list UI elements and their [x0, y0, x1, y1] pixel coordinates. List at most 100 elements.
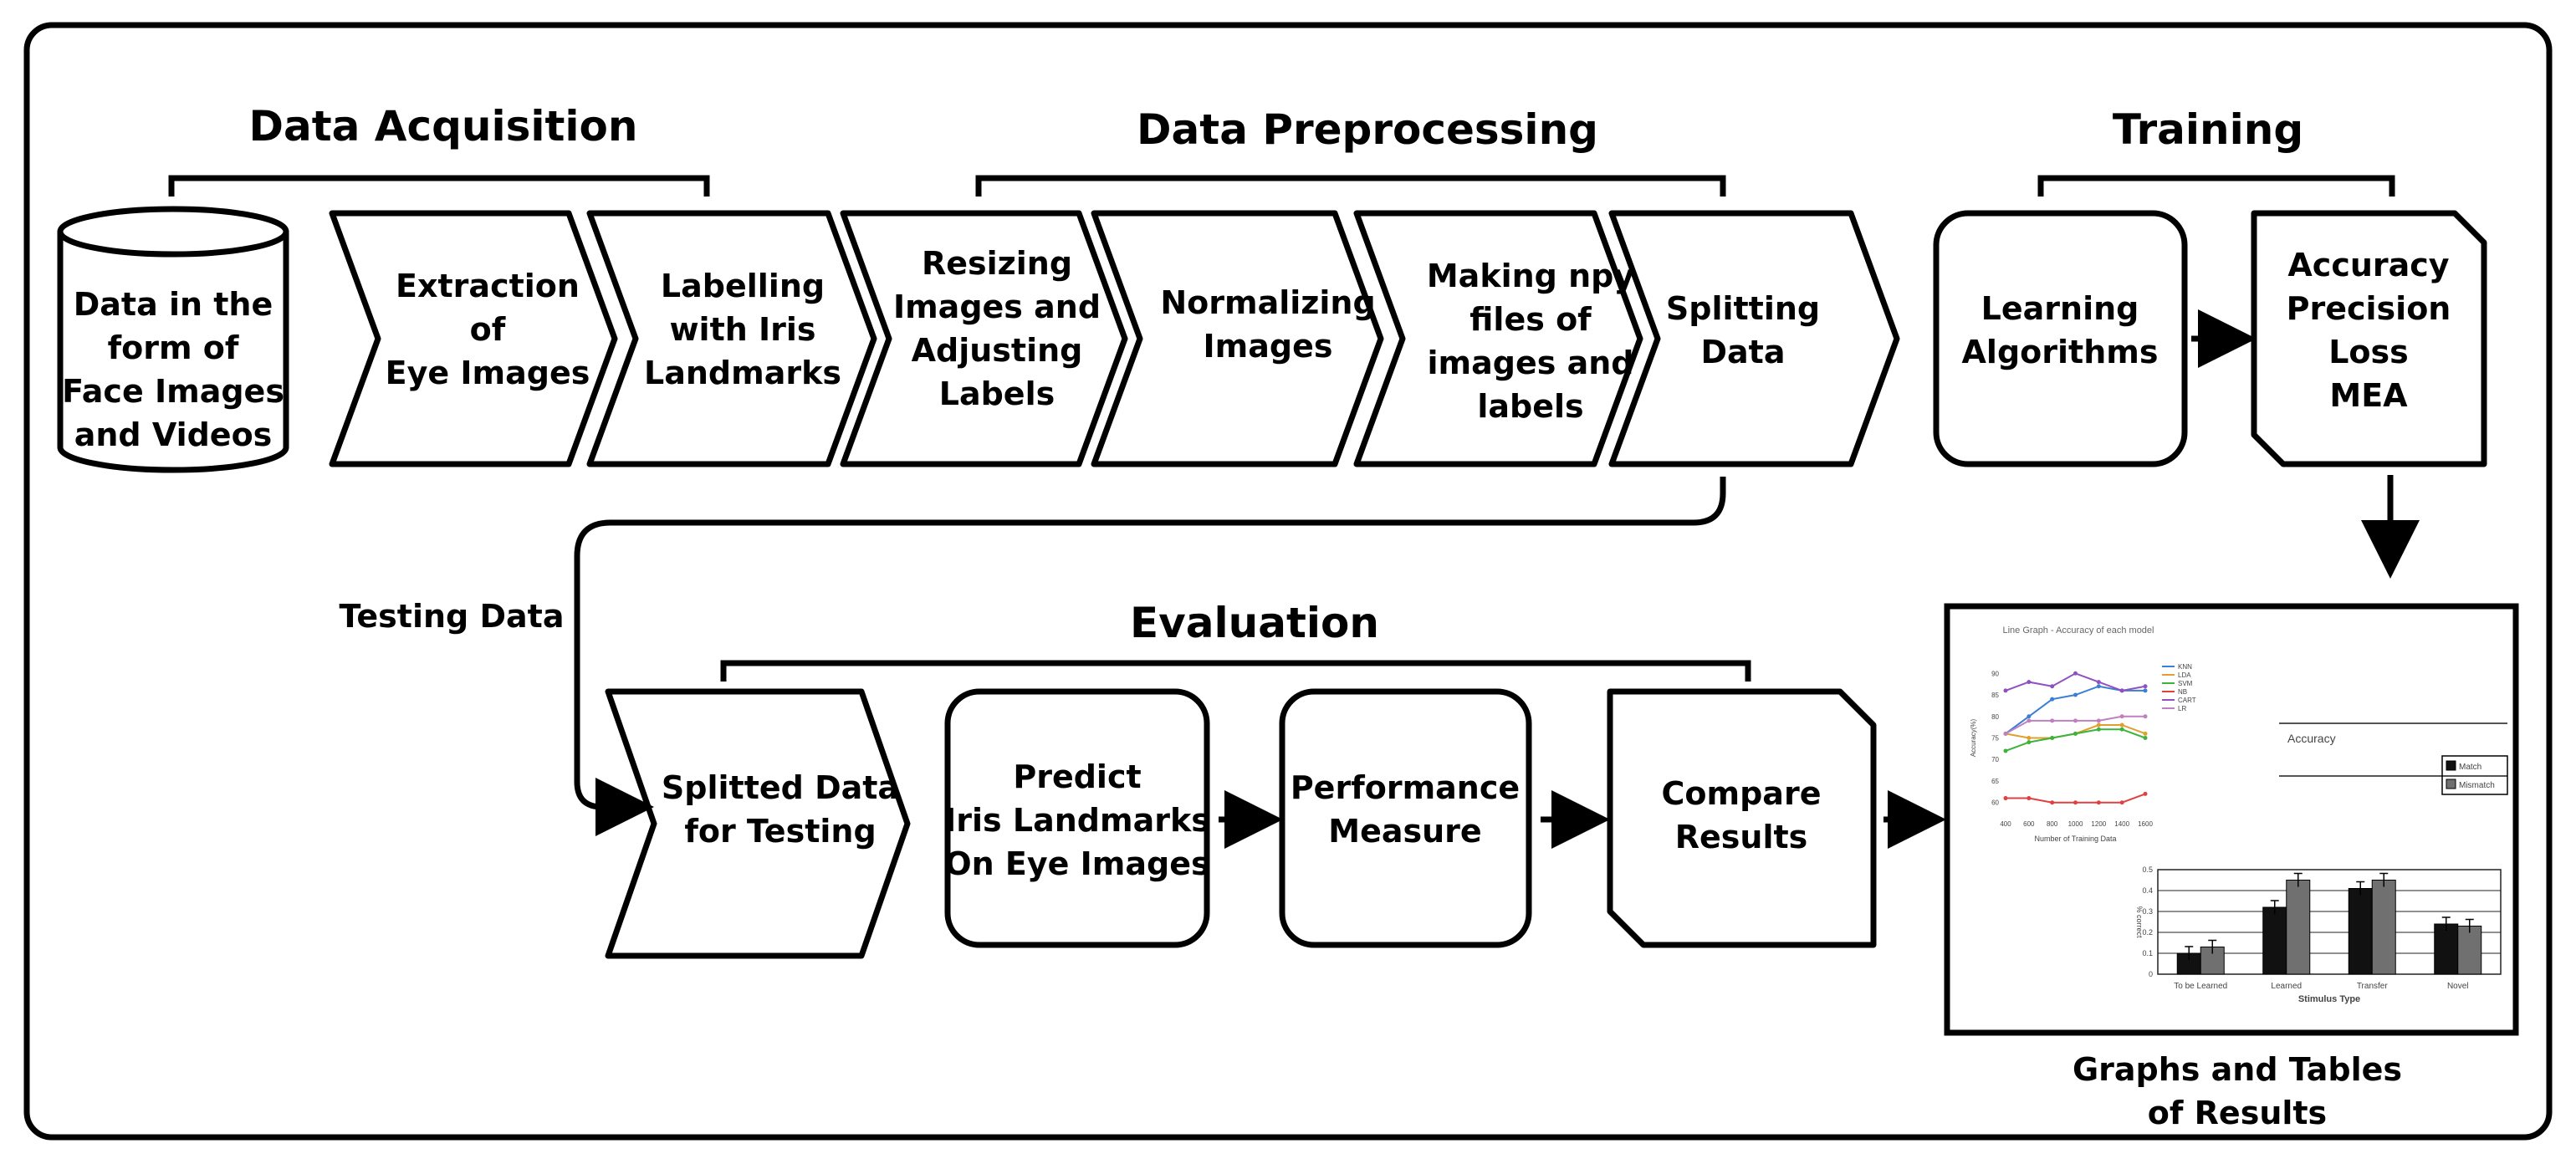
outer-frame: [23, 22, 2553, 1141]
line-point: [2143, 714, 2148, 719]
line-y-tick: 80: [1991, 713, 1999, 721]
bar-legend-swatch: [2446, 779, 2456, 789]
npy-step: [1353, 210, 1643, 467]
bar-category-label: To be Learned: [2174, 982, 2227, 991]
line-point: [2027, 740, 2032, 745]
line-point: [2096, 684, 2101, 689]
bar-category-label: Learned: [2271, 982, 2302, 991]
legend-label: KNN: [2178, 663, 2192, 671]
section-title-acquisition: Data Acquisition: [248, 102, 637, 151]
section-title-evaluation: Evaluation: [1130, 599, 1379, 647]
bar-y-tick: 0: [2149, 970, 2153, 978]
bar-mismatch: [2371, 880, 2396, 975]
data-source-cylinder: [57, 206, 289, 473]
line-point: [2003, 748, 2008, 753]
line-point: [2143, 791, 2148, 796]
line-chart: Line Graph - Accuracy of each model60657…: [1970, 625, 2507, 843]
extraction-step: [329, 210, 618, 467]
line-y-tick: 85: [1991, 692, 1999, 699]
line-point: [2073, 718, 2078, 723]
bar-legend-label: Match: [2459, 763, 2481, 772]
legend-label: LDA: [2178, 671, 2191, 679]
predict-box: [944, 688, 1210, 948]
metrics-card: [2251, 210, 2487, 467]
testing-data-label: Testing Data: [340, 598, 565, 635]
section-title-preprocessing: Data Preprocessing: [1137, 105, 1598, 154]
line-point: [2003, 688, 2008, 693]
bar-match: [2262, 906, 2287, 975]
splitting-step: [1608, 210, 1900, 467]
line-point: [2027, 736, 2032, 740]
line-point: [2003, 796, 2008, 801]
bar-match: [2348, 888, 2373, 975]
line-y-label: Accuracy(%): [1970, 718, 1977, 757]
line-chart-title: Line Graph - Accuracy of each model: [2003, 625, 2154, 636]
line-point: [2119, 722, 2124, 728]
line-x-label: Number of Training Data: [2034, 835, 2116, 843]
line-point: [2073, 692, 2078, 697]
line-x-tick: 1600: [2138, 820, 2153, 828]
line-point: [2096, 718, 2101, 723]
compare-card: [1607, 688, 1877, 948]
bar-plot-frame: [2157, 869, 2502, 975]
bar-y-tick: 0.1: [2142, 949, 2153, 957]
line-y-tick: 60: [1991, 799, 1999, 807]
line-point: [2119, 714, 2124, 719]
line-x-tick: 1000: [2068, 820, 2083, 828]
line-x-tick: 1200: [2091, 820, 2106, 828]
bar-category-label: Novel: [2447, 982, 2469, 991]
normalizing-step: [1091, 210, 1384, 467]
bar-legend-label: Mismatch: [2459, 781, 2495, 790]
line-point: [2027, 718, 2032, 723]
line-point: [2096, 680, 2101, 685]
line-point: [2073, 671, 2078, 676]
bar-category-label: Transfer: [2357, 982, 2389, 991]
line-point: [2027, 714, 2032, 719]
line-point: [2119, 800, 2124, 805]
line-y-tick: 90: [1991, 670, 1999, 677]
line-point: [2050, 718, 2055, 723]
line-point: [2073, 731, 2078, 736]
line-point: [2143, 731, 2148, 736]
legend-label: NB: [2178, 688, 2187, 696]
line-x-tick: 600: [2023, 820, 2035, 828]
legend-label: CART: [2178, 697, 2196, 704]
bar-legend-swatch: [2446, 760, 2456, 771]
bar-match: [2434, 923, 2459, 975]
bar-y-tick: 0.5: [2142, 865, 2153, 874]
line-point: [2050, 697, 2055, 702]
line-point: [2096, 800, 2101, 805]
line-point: [2096, 727, 2101, 732]
bar-legend-box: [2441, 755, 2508, 795]
line-point: [2003, 731, 2008, 736]
line-x-tick: 800: [2047, 820, 2058, 828]
line-point: [2143, 688, 2148, 693]
section-title-training: Training: [2113, 105, 2303, 154]
labelling-step: [586, 210, 877, 467]
legend-label: LR: [2178, 705, 2186, 712]
bar-y-tick: 0.3: [2142, 907, 2153, 916]
line-point: [2073, 800, 2078, 805]
line-point: [2027, 796, 2032, 801]
line-point: [2096, 722, 2101, 728]
learning-box: [1933, 210, 2188, 467]
line-y-tick: 75: [1991, 735, 1999, 743]
line-x-tick: 400: [2000, 820, 2011, 828]
bar-y-label: % correct: [2135, 906, 2144, 938]
bar-y-tick: 0.2: [2142, 928, 2153, 937]
resizing-step: [840, 210, 1128, 467]
testing-data-connector: [574, 477, 1726, 836]
bar-mismatch: [2457, 926, 2482, 975]
